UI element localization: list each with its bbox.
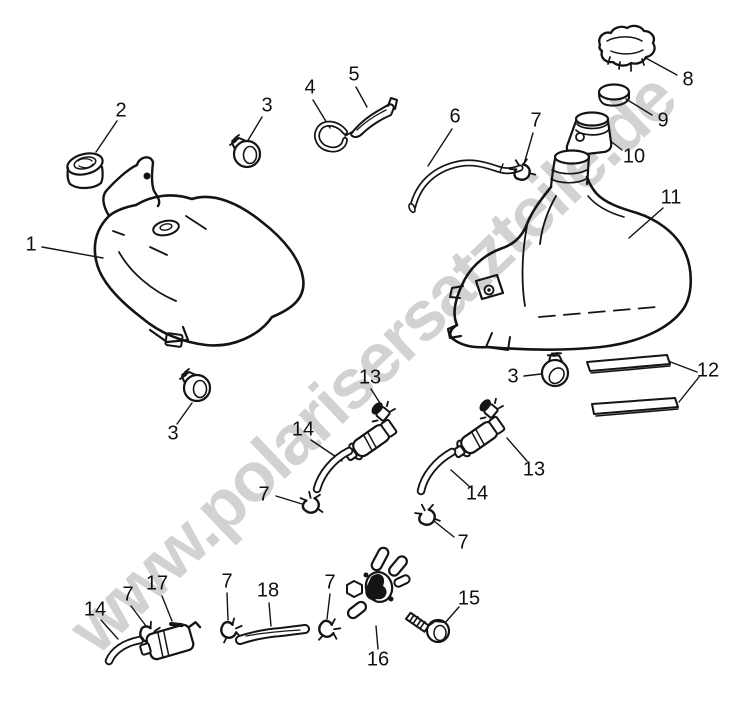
part-6-hose-drawing (408, 159, 524, 214)
callout-3a: 3 (261, 94, 273, 117)
part-9-gasket-drawing (597, 83, 631, 107)
callout-16: 16 (366, 648, 390, 671)
callout-13b: 13 (522, 458, 546, 481)
part-18-hose-drawing (235, 624, 310, 645)
callout-14a: 14 (291, 418, 315, 441)
callout-8: 8 (682, 68, 694, 91)
callout-9: 9 (657, 109, 669, 132)
callout-11: 11 (660, 186, 682, 209)
part-3-bolt-drawing-b (178, 367, 212, 403)
part-3-bolt-drawing-a (228, 133, 262, 169)
part-11-tank-drawing (446, 149, 693, 351)
part-4-hook-drawing (314, 120, 353, 153)
callout-7c: 7 (457, 531, 469, 554)
part-5-bracket-drawing (350, 97, 398, 138)
callout-18: 18 (256, 579, 280, 602)
part-16-fuel-valve-drawing (346, 546, 411, 620)
callout-15: 15 (457, 587, 481, 610)
callout-3c: 3 (507, 365, 519, 388)
part-2-cap-drawing (66, 152, 104, 190)
part-7-clamp-drawing-b (298, 489, 326, 515)
callout-7f: 7 (324, 571, 336, 594)
callout-17: 17 (145, 572, 169, 595)
callout-13a: 13 (358, 366, 382, 389)
part-3-bolt-drawing-c (532, 346, 579, 393)
callout-4: 4 (304, 76, 316, 99)
part-1-tank-drawing (93, 156, 305, 348)
part-7-clamp-drawing-f (316, 615, 343, 645)
callout-12: 12 (696, 359, 720, 382)
callout-7a: 7 (530, 109, 542, 132)
part-14-hose-drawing-c (104, 635, 145, 666)
part-10-filler-neck-drawing (565, 111, 613, 157)
callout-6: 6 (449, 105, 461, 128)
callout-2: 2 (115, 99, 127, 122)
part-8-cap-drawing (598, 24, 656, 72)
part-15-bolt-drawing (404, 611, 451, 644)
part-14-hose-drawing-b (416, 447, 457, 496)
callout-5: 5 (348, 63, 360, 86)
callout-1: 1 (25, 233, 37, 256)
callout-14b: 14 (465, 482, 489, 505)
callout-7d: 7 (122, 583, 134, 606)
callout-10: 10 (622, 145, 646, 168)
part-14-hose-drawing-a (312, 446, 354, 494)
callout-7b: 7 (258, 483, 270, 506)
callout-7e: 7 (221, 570, 233, 593)
part-17-filter-drawing (139, 620, 202, 661)
callout-3b: 3 (167, 422, 179, 445)
callout-14c: 14 (83, 598, 107, 621)
part-12-strips-drawing (586, 354, 679, 417)
